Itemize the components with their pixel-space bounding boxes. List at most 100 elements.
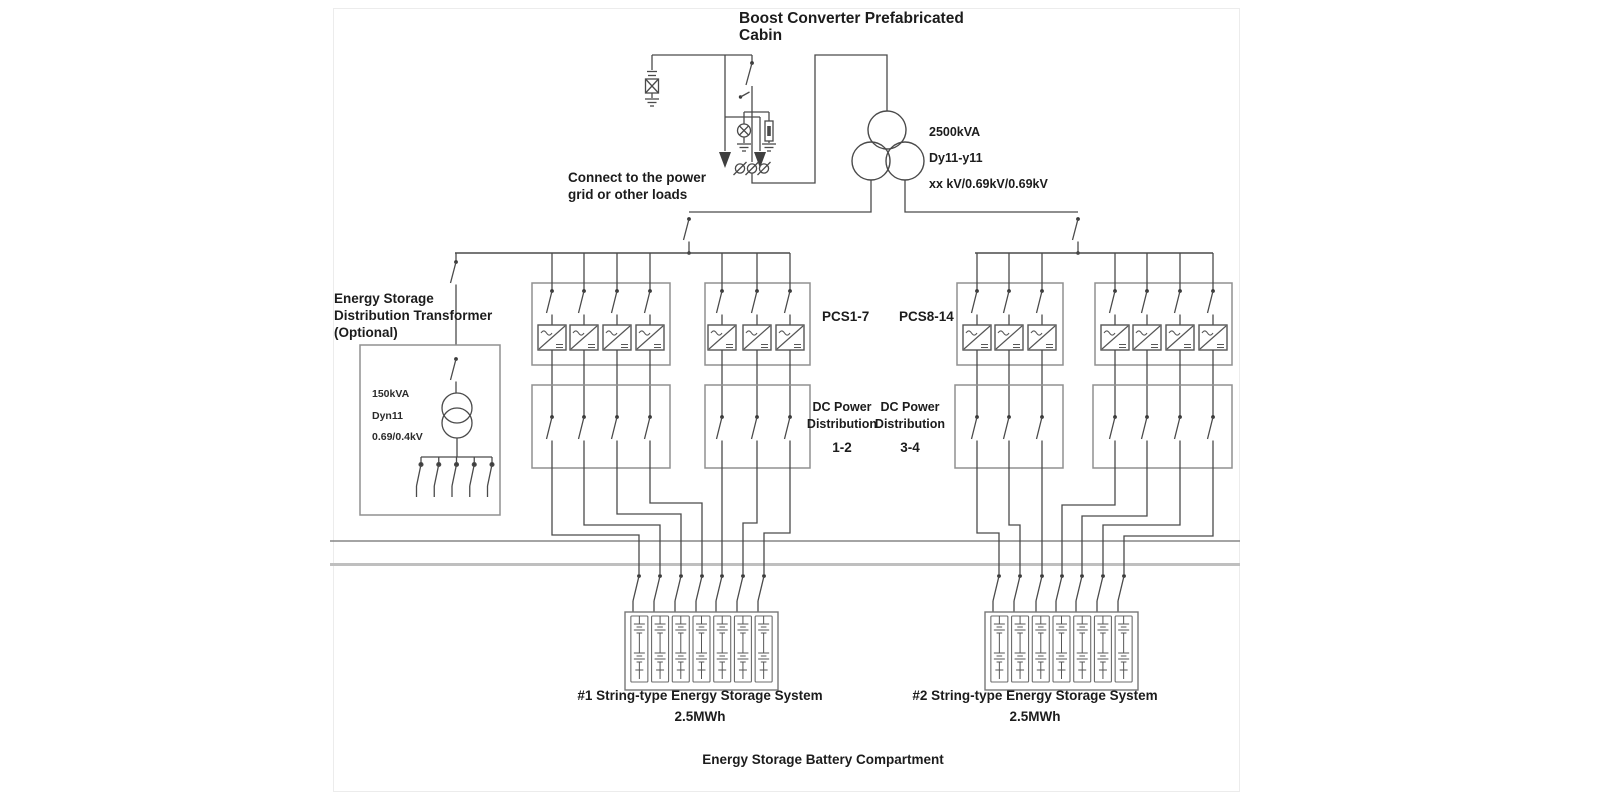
battery-string-icon xyxy=(671,615,690,683)
battery-string-icon xyxy=(692,615,711,683)
battery-string-icon xyxy=(990,615,1009,683)
acdc-converter-icon xyxy=(962,324,992,351)
arrow-down-icon xyxy=(754,152,766,168)
lv-feeder-switches xyxy=(415,457,495,497)
pcs-group xyxy=(956,253,1064,416)
dc-breaker-switch-icon xyxy=(577,415,586,441)
voltage-transformer-icon xyxy=(736,123,752,152)
acdc-converter-icon xyxy=(635,324,665,351)
pcs-unit xyxy=(707,253,737,416)
dc-breaker-switch-icon xyxy=(545,415,554,441)
feeder-switch-icon xyxy=(415,457,424,497)
battery-breaker-switch-icon xyxy=(632,574,641,612)
pcs-unit xyxy=(1165,253,1195,416)
pcs-unit xyxy=(742,253,772,416)
battery-system-box xyxy=(624,611,779,691)
battery-breaker-switch-icon xyxy=(992,574,1001,612)
pcs-unit xyxy=(775,253,805,416)
battery-breaker-switch-icon xyxy=(715,574,724,612)
acdc-converter-icon xyxy=(1100,324,1130,351)
arrow-down-icon xyxy=(719,152,731,168)
battery-breaker-switch-icon xyxy=(736,574,745,612)
battery-string-icon xyxy=(713,615,732,683)
battery-breaker-switch-icon xyxy=(1035,574,1044,612)
acdc-converter-icon xyxy=(742,324,772,351)
acdc-converter-icon xyxy=(994,324,1024,351)
distribution-transformer-branch xyxy=(359,253,501,516)
battery-breaker-switch-icon xyxy=(1096,574,1105,612)
acdc-converter-icon xyxy=(707,324,737,351)
pcs-unit xyxy=(635,253,665,416)
dc-breaker-switch-icon xyxy=(1173,415,1182,441)
grid-connection-branch xyxy=(719,55,766,168)
dc-breaker-switch-icon xyxy=(783,415,792,441)
pcs-group xyxy=(1094,253,1233,416)
pcs-group xyxy=(531,253,671,416)
acdc-converter-icon xyxy=(569,324,599,351)
battery-breaker-switch-icon xyxy=(1117,574,1126,612)
acdc-converter-icon xyxy=(1198,324,1228,351)
battery-system-box xyxy=(984,611,1139,691)
pcs-unit xyxy=(1198,253,1228,416)
battery-breaker-switch-icon xyxy=(1075,574,1084,612)
battery-string-icon xyxy=(1093,615,1112,683)
acdc-converter-icon xyxy=(602,324,632,351)
battery-string-icon xyxy=(754,615,773,683)
pcs-unit xyxy=(1100,253,1130,416)
battery-string-icon xyxy=(630,615,649,683)
dc-breaker-switch-icon xyxy=(1002,415,1011,441)
battery-breaker-switch-icon xyxy=(695,574,704,612)
battery-string-icon xyxy=(1011,615,1030,683)
battery-breaker-switch-icon xyxy=(674,574,683,612)
dc-breaker-switch-icon xyxy=(750,415,759,441)
metering-branch xyxy=(733,54,888,184)
battery-string-icon xyxy=(733,615,752,683)
acdc-converter-icon xyxy=(1027,324,1057,351)
acdc-converter-icon xyxy=(775,324,805,351)
battery-breaker-switch-icon xyxy=(757,574,766,612)
feeder-switch-icon xyxy=(451,457,460,497)
dc-breaker-switch-icon xyxy=(1035,415,1044,441)
dc-breaker-switch-icon xyxy=(610,415,619,441)
drawing-area xyxy=(333,8,1240,792)
battery-string-icon xyxy=(1073,615,1092,683)
pcs-groups xyxy=(531,253,1233,416)
surge-arrester-icon xyxy=(644,55,660,107)
pcs-group xyxy=(704,253,811,416)
dc-breaker-switch-icon xyxy=(970,415,979,441)
battery-breaker-switch-icon xyxy=(1013,574,1022,612)
battery-string-icon xyxy=(651,615,670,683)
dc-distribution-box xyxy=(531,384,671,469)
pcs-unit xyxy=(994,253,1024,416)
acdc-converter-icon xyxy=(1132,324,1162,351)
feeder-switch-icon xyxy=(433,457,442,497)
battery-breaker-switch-icon xyxy=(1055,574,1064,612)
pcs-unit xyxy=(962,253,992,416)
feeder-switch-icon xyxy=(486,457,495,497)
pcs-unit xyxy=(602,253,632,416)
dc-breaker-switch-icon xyxy=(643,415,652,441)
lv-feeds xyxy=(682,180,1080,255)
battery-breaker-switch-icon xyxy=(653,574,662,612)
pcs-unit xyxy=(537,253,567,416)
dc-feeder-routes xyxy=(551,441,1214,612)
dc-breaker-switch-icon xyxy=(1140,415,1149,441)
acdc-converter-icon xyxy=(537,324,567,351)
dc-breaker-switch-icon xyxy=(1108,415,1117,441)
dc-distribution-box xyxy=(1092,384,1233,469)
compartment-separator xyxy=(330,540,1240,566)
battery-sections xyxy=(624,611,1139,691)
fuse-icon xyxy=(762,112,776,152)
dc-breaker-switch-icon xyxy=(715,415,724,441)
distribution-transformer-box xyxy=(359,344,501,516)
dc-breaker-switch-icon xyxy=(1206,415,1215,441)
hv-feeder xyxy=(644,54,888,184)
battery-string-icon xyxy=(1052,615,1071,683)
pcs-unit xyxy=(1027,253,1057,416)
battery-string-icon xyxy=(1114,615,1133,683)
pcs-unit xyxy=(569,253,599,416)
current-transformer-icons xyxy=(733,161,771,176)
feeder-switch-icon xyxy=(469,457,477,497)
